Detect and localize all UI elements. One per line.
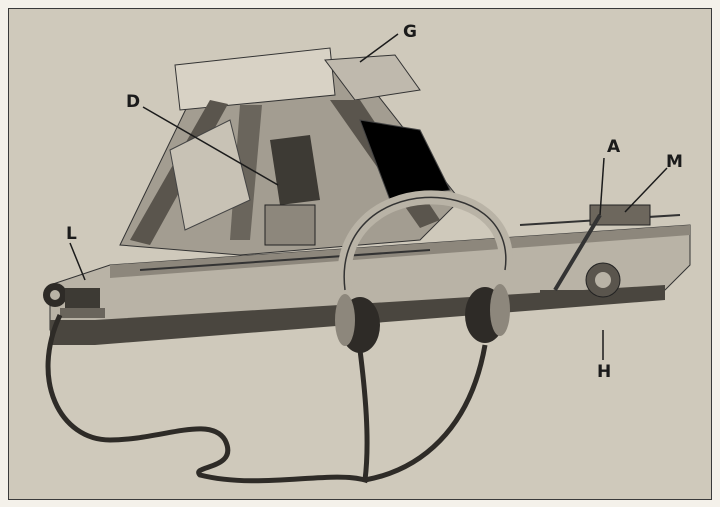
label-h: H <box>597 362 612 382</box>
label-a: A <box>607 137 621 157</box>
label-m: M <box>666 152 683 172</box>
label-l: L <box>66 224 77 244</box>
label-d: D <box>126 92 141 112</box>
label-g: G <box>403 22 417 42</box>
